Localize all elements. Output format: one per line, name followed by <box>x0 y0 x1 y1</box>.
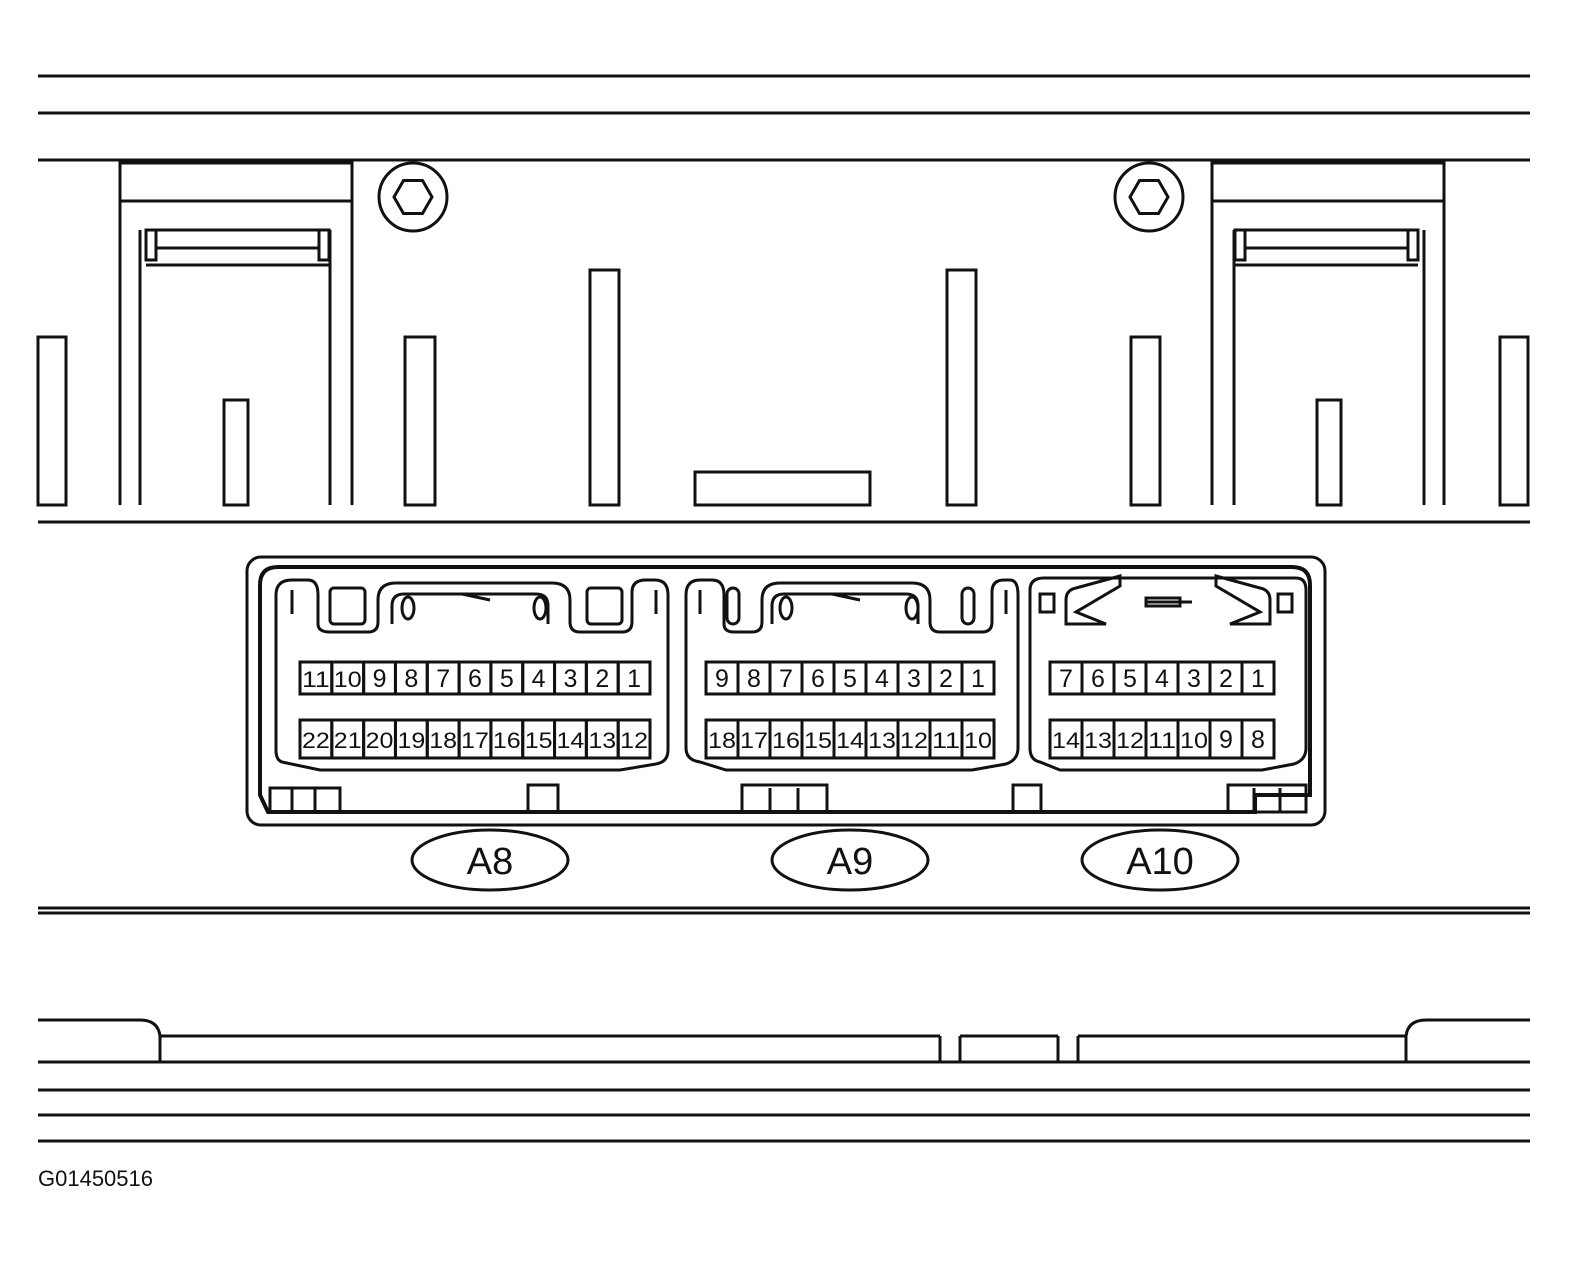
pin-number: 7 <box>779 665 793 693</box>
pin-number: 15 <box>804 728 832 753</box>
pin-number: 2 <box>939 665 953 693</box>
pin-number: 20 <box>366 728 394 753</box>
pin-number: 22 <box>302 728 330 753</box>
pin-number: 13 <box>1084 728 1112 753</box>
pin-number: 3 <box>907 665 921 693</box>
pin-number: 9 <box>715 665 729 693</box>
pin-number: 8 <box>404 665 418 693</box>
pin-number: 11 <box>302 667 330 692</box>
pin-number: 13 <box>588 728 616 753</box>
pin-number: 6 <box>1091 665 1105 693</box>
pin-number: 1 <box>627 665 641 693</box>
pin-number: 5 <box>1123 665 1137 693</box>
pin-number: 12 <box>620 728 648 753</box>
pin-number: 3 <box>564 665 578 693</box>
pin-cell <box>616 660 652 696</box>
a10-housing <box>1028 574 1308 814</box>
pin-number: 6 <box>468 665 482 693</box>
connector-label-a8-outline <box>410 828 570 892</box>
pin-number: 11 <box>1148 728 1176 753</box>
pin-number: 8 <box>747 665 761 693</box>
pin-number: 13 <box>868 728 896 753</box>
housing-fins <box>36 268 1530 507</box>
a9-housing <box>684 578 1043 814</box>
figure-id: G01450516 <box>38 1166 153 1191</box>
pin-number: 19 <box>397 728 425 753</box>
pin-number: 10 <box>964 728 992 753</box>
pin-number: 15 <box>525 728 553 753</box>
pin-number: 4 <box>532 665 546 693</box>
pin-number: 10 <box>1180 728 1208 753</box>
connector-label-a9-outline <box>770 828 930 892</box>
left-mounting-bracket <box>118 161 354 505</box>
pin-number: 16 <box>772 728 800 753</box>
pin-number: 9 <box>1219 726 1233 754</box>
pin-number: 17 <box>461 728 489 753</box>
bolt-icon <box>1113 161 1185 233</box>
connector-label-a9: A9 <box>827 841 873 883</box>
pin-number: 2 <box>595 665 609 693</box>
connector-label-a10: A10 <box>1126 841 1194 883</box>
pin-number: 1 <box>1251 665 1265 693</box>
pin-cell <box>1240 718 1276 760</box>
pin-number: 1 <box>971 665 985 693</box>
ecu-housing-bottom <box>38 906 1530 1143</box>
pin-number: 17 <box>740 728 768 753</box>
right-mounting-bracket <box>1210 161 1446 505</box>
pin-number: 21 <box>334 728 362 753</box>
pin-number: 18 <box>429 728 457 753</box>
ecu-housing-top <box>36 74 1530 524</box>
pin-number: 11 <box>932 728 960 753</box>
pin-number: 8 <box>1251 726 1265 754</box>
pin-cell <box>960 660 996 696</box>
pin-number: 3 <box>1187 665 1201 693</box>
connector-label-a10-outline <box>1080 828 1240 892</box>
pin-number: 5 <box>843 665 857 693</box>
pin-number: 12 <box>900 728 928 753</box>
pin-number: 14 <box>836 728 864 753</box>
pin-number: 14 <box>557 728 585 753</box>
pin-number: 7 <box>1059 665 1073 693</box>
pin-number: 7 <box>436 665 450 693</box>
pin-cell <box>616 718 652 760</box>
pin-number: 5 <box>500 665 514 693</box>
pin-number: 2 <box>1219 665 1233 693</box>
pin-number: 14 <box>1052 728 1080 753</box>
connector-label-a8: A8 <box>467 841 513 883</box>
pin-cell <box>960 718 996 760</box>
pin-number: 4 <box>875 665 889 693</box>
pin-number: 16 <box>493 728 521 753</box>
pin-number: 4 <box>1155 665 1169 693</box>
pin-number: 10 <box>334 667 362 692</box>
pin-cell <box>1240 660 1276 696</box>
pin-number: 9 <box>373 665 387 693</box>
pin-number: 18 <box>708 728 736 753</box>
a8-housing <box>268 578 670 814</box>
pin-number: 12 <box>1116 728 1144 753</box>
pin-number: 6 <box>811 665 825 693</box>
connector-block <box>245 555 1327 827</box>
bolt-icon <box>377 161 449 233</box>
